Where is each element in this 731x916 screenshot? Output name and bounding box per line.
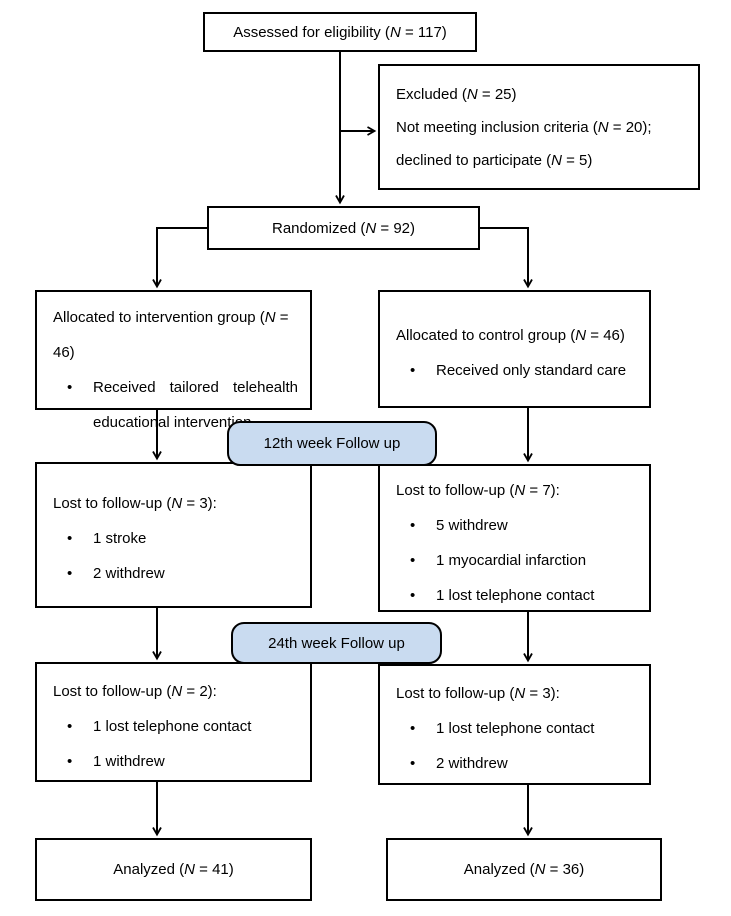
list-item: • 1 myocardial infarction	[396, 543, 639, 578]
lost-12-control-title: Lost to follow-up (N = 7):	[396, 482, 560, 499]
lost-12-intervention-box: Lost to follow-up (N = 3): • 1 stroke • …	[35, 462, 312, 608]
allocation-control-box: Allocated to control group (N = 46) • Re…	[378, 290, 651, 408]
analyzed-control-box: Analyzed (N = 36)	[386, 838, 662, 901]
allocation-intervention-title: Allocated to intervention group (N = 46)	[53, 309, 289, 361]
list-item-text: Received tailored telehealth educational…	[93, 379, 298, 431]
list-item: • 1 lost telephone contact	[396, 578, 639, 613]
list-item-text: 2 withdrew	[436, 755, 508, 772]
list-item-text: 1 stroke	[93, 530, 147, 547]
bullet-icon: •	[67, 753, 73, 770]
list-item-text: 2 withdrew	[93, 565, 165, 582]
list-item: • 1 lost telephone contact	[396, 711, 639, 746]
bullet-icon: •	[67, 379, 73, 396]
bullet-icon: •	[410, 587, 416, 604]
allocation-intervention-box: Allocated to intervention group (N = 46)…	[35, 290, 312, 431]
list-item: • 2 withdrew	[53, 556, 300, 591]
allocation-control-title: Allocated to control group (N = 46)	[396, 327, 625, 344]
bullet-icon: •	[410, 720, 416, 737]
excluded-box: Excluded (N = 25) Not meeting inclusion …	[378, 64, 700, 190]
lost-24-control-title: Lost to follow-up (N = 3):	[396, 685, 560, 702]
lost-24-control-box: Lost to follow-up (N = 3): • 1 lost tele…	[378, 664, 651, 785]
followup-12-text: 12th week Follow up	[263, 435, 401, 452]
list-item: • 5 withdrew	[396, 508, 639, 543]
analyzed-control-label: Analyzed (N = 36)	[463, 861, 585, 878]
list-item: • Received tailored telehealth education…	[53, 370, 300, 440]
excluded-line: Excluded (N = 25)	[396, 86, 517, 103]
randomized-box: Randomized (N = 92)	[207, 206, 480, 250]
list-item-text: 1 lost telephone contact	[436, 587, 595, 604]
bullet-icon: •	[410, 755, 416, 772]
lost-24-intervention-box: Lost to follow-up (N = 2): • 1 lost tele…	[35, 662, 312, 782]
bullet-icon: •	[67, 718, 73, 735]
followup-24-label: 24th week Follow up	[231, 622, 442, 664]
list-item: • 1 stroke	[53, 521, 300, 556]
followup-12-label: 12th week Follow up	[227, 421, 437, 466]
assessed-label: Assessed for eligibility (N = 117)	[233, 23, 447, 41]
list-item-text: 5 withdrew	[436, 517, 508, 534]
bullet-icon: •	[67, 565, 73, 582]
list-item-text: 1 withdrew	[93, 753, 165, 770]
lost-12-control-box: Lost to follow-up (N = 7): • 5 withdrew …	[378, 464, 651, 612]
bullet-icon: •	[410, 362, 416, 379]
arrow-randomized-to-control	[479, 227, 533, 289]
analyzed-intervention-label: Analyzed (N = 41)	[113, 861, 234, 878]
followup-24-text: 24th week Follow up	[268, 634, 405, 652]
lost-24-intervention-title: Lost to follow-up (N = 2):	[53, 683, 217, 700]
assessed-box: Assessed for eligibility (N = 117)	[203, 12, 477, 52]
bullet-icon: •	[410, 517, 416, 534]
list-item: • 1 lost telephone contact	[53, 709, 300, 744]
list-item-text: 1 lost telephone contact	[436, 720, 595, 737]
bullet-icon: •	[67, 530, 73, 547]
bullet-icon: •	[410, 552, 416, 569]
list-item: • 2 withdrew	[396, 746, 639, 781]
excluded-line: Not meeting inclusion criteria (N = 20);	[396, 119, 652, 136]
list-item-text: Received only standard care	[436, 362, 627, 379]
list-item-text: 1 lost telephone contact	[93, 718, 252, 735]
lost-12-intervention-title: Lost to follow-up (N = 3):	[53, 495, 217, 512]
randomized-label: Randomized (N = 92)	[271, 219, 415, 237]
list-item: • Received only standard care	[396, 353, 639, 388]
list-item: • 1 withdrew	[53, 744, 300, 779]
excluded-line: declined to participate (N = 5)	[396, 152, 593, 169]
arrow-randomized-to-intervention	[152, 227, 208, 289]
analyzed-intervention-box: Analyzed (N = 41)	[35, 838, 312, 901]
list-item-text: 1 myocardial infarction	[436, 552, 587, 569]
